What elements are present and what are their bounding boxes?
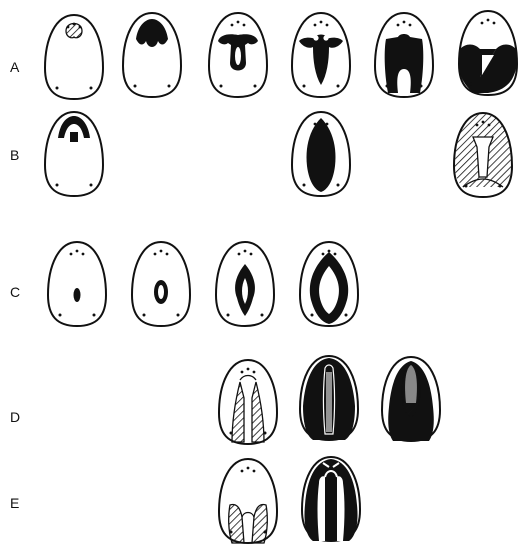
specimen-c2 (132, 242, 190, 326)
specimen-b1 (45, 112, 103, 196)
row-label-e: E (10, 495, 19, 511)
specimen-c1 (48, 242, 106, 326)
row-label-c: C (10, 284, 20, 300)
specimen-a2 (123, 13, 181, 97)
row-label-d: D (10, 409, 20, 425)
specimen-a6 (459, 11, 517, 95)
specimen-a3 (209, 13, 267, 97)
specimen-d4 (300, 356, 358, 440)
specimen-d5 (382, 357, 440, 441)
specimen-a1 (45, 15, 103, 99)
specimen-a4 (292, 13, 350, 97)
specimen-e4 (302, 457, 360, 541)
row-label-b: B (10, 147, 19, 163)
specimen-a5 (375, 13, 433, 97)
row-label-a: A (10, 59, 20, 75)
specimen-b4 (292, 112, 350, 196)
specimen-c4 (300, 242, 358, 326)
specimen-c3 (216, 242, 274, 326)
specimen-b6 (454, 113, 512, 197)
specimen-e3 (219, 459, 277, 543)
specimen-d3 (219, 360, 277, 444)
